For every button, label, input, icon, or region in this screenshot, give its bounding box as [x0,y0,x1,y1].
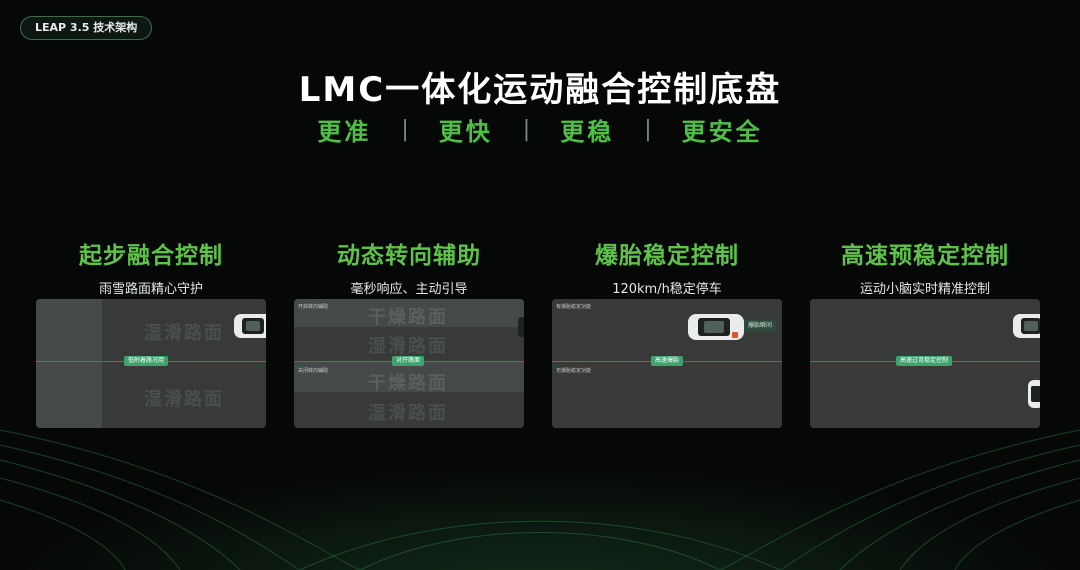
panel-caption: 有爆胎稳定功能 [556,304,592,310]
feature-description: 120km/h稳定停车 [612,282,722,297]
road-surface-label: 湿滑路面 [368,403,448,424]
panel-caption: 无爆胎稳定功能 [556,368,592,374]
panel-caption: 开启转向辅助 [298,304,329,310]
feature-steering-assist: 动态转向辅助 毫秒响应、主动引导 [294,236,524,297]
video-panel-start-control[interactable]: 湿滑路面 湿滑路面 低附着路况用 [36,299,266,428]
video-panel-pre-stability[interactable]: 高速过弯稳定控制 [810,299,1040,428]
panel-caption: 关闭转向辅助 [298,368,329,374]
background-glow [0,400,1080,570]
dry-lane-area [294,362,524,392]
road-surface-label: 干燥路面 [368,373,448,394]
scenario-badge: 高速爆胎 [651,356,684,366]
feature-pre-stability: 高速预稳定控制 运动小脑实时精准控制 [810,236,1040,297]
subtitle-word-accurate: 更准 [317,118,372,146]
feature-description: 运动小脑实时精准控制 [859,282,990,297]
car-icon [1028,380,1040,408]
section-tag: LEAP 3.5 技术架构 [20,16,153,40]
page-title: LMC一体化运动融合控制底盘 [298,70,782,110]
feature-start-control: 起步融合控制 雨雪路面精心守护 [36,236,266,297]
road-surface-label: 湿滑路面 [144,389,224,410]
car-icon [688,314,744,340]
feature-description: 雨雪路面精心守护 [98,282,203,297]
car-icon [518,317,524,337]
road-surface-label: 湿滑路面 [368,336,448,357]
subtitle-separator: | [644,117,652,142]
subtitle-word-safe: 更安全 [681,118,763,146]
feature-description: 毫秒响应、主动引导 [350,282,468,297]
dry-lane-area [36,299,102,428]
subtitle-separator: | [522,117,531,142]
road-surface-label: 湿滑路面 [144,323,224,344]
feature-heading: 高速预稳定控制 [841,243,1009,269]
video-panel-blowout-control[interactable]: 有爆胎稳定功能 无爆胎稳定功能 高速爆胎 爆胎瞬间 [552,299,782,428]
video-panel-steering-assist[interactable]: 开启转向辅助 关闭转向辅助 干燥路面 湿滑路面 干燥路面 湿滑路面 对开路面 [294,299,524,428]
event-tag: 爆胎瞬间 [744,320,777,332]
subtitle-word-fast: 更快 [438,118,493,146]
scenario-badge: 对开路面 [392,356,425,366]
scenario-badge: 低附着路况用 [124,356,169,366]
feature-heading: 动态转向辅助 [337,243,481,269]
road-surface-label: 干燥路面 [368,307,448,328]
car-icon [234,314,266,338]
subtitle-separator: | [401,117,409,142]
scenario-badge: 高速过弯稳定控制 [896,356,953,366]
feature-heading: 爆胎稳定控制 [595,243,739,269]
subtitle-word-stable: 更稳 [560,118,615,146]
dry-lane-area [294,299,524,327]
car-icon [1013,314,1040,338]
feature-heading: 起步融合控制 [79,243,223,269]
subtitle-bar: 更准 | 更快 | 更稳 | 更安全 [0,112,1080,147]
feature-blowout-control: 爆胎稳定控制 120km/h稳定停车 [552,236,782,297]
